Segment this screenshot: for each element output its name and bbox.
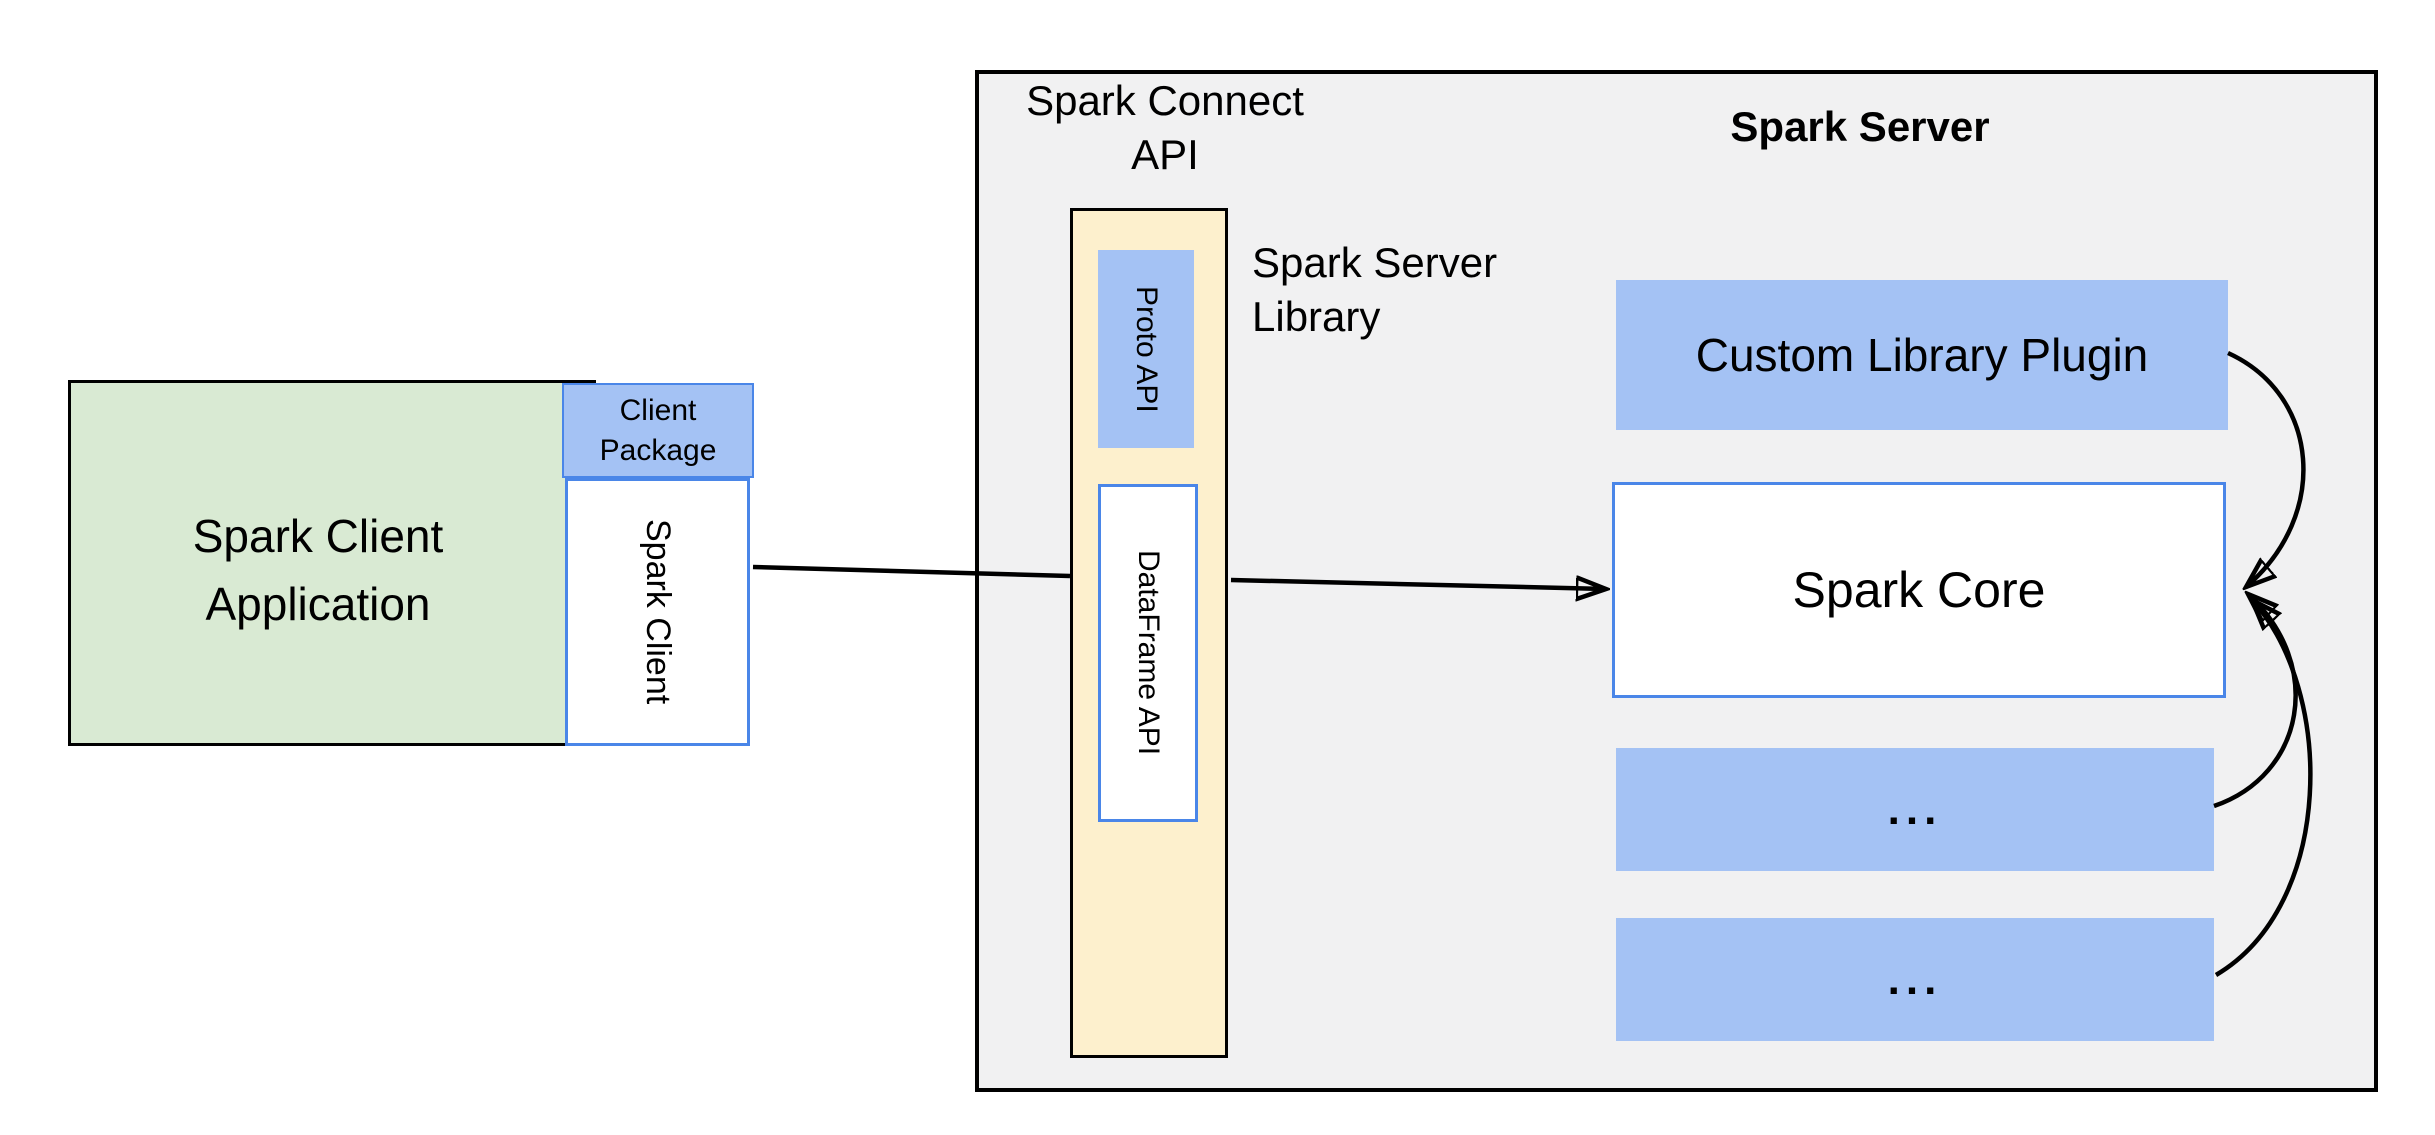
custom-library-plugin-box: Custom Library Plugin	[1616, 280, 2228, 430]
spark-client-box: Spark Client	[565, 478, 750, 746]
custom-library-plugin-label: Custom Library Plugin	[1695, 329, 2149, 381]
proto-api-label: Proto API	[1130, 285, 1163, 413]
ellipsis-box-2: ...	[1616, 918, 2214, 1041]
spark-core-box: Spark Core	[1612, 482, 2226, 698]
ellipsis-label-1: ...	[1887, 784, 1943, 834]
client-package-box: Client Package	[562, 383, 754, 478]
spark-server-library-label: Spark Server Library	[1252, 239, 1498, 340]
spark-core-label: Spark Core	[1792, 562, 2046, 618]
dataframe-api-label: DataFrame API	[1132, 550, 1165, 756]
spark-client-label: Spark Client	[639, 519, 677, 705]
ellipsis-label-2: ...	[1887, 954, 1943, 1004]
spark-connect-api-title: Spark Connect API	[1026, 77, 1304, 178]
proto-api-box: Proto API	[1098, 250, 1194, 448]
spark-client-application-box	[68, 380, 596, 746]
spark-server-title: Spark Server	[1730, 103, 1990, 150]
spark-client-application-label: Spark Client Application	[192, 510, 444, 630]
dataframe-api-box: DataFrame API	[1098, 484, 1198, 822]
ellipsis-box-1: ...	[1616, 748, 2214, 871]
client-package-label: Client Package	[599, 393, 717, 467]
